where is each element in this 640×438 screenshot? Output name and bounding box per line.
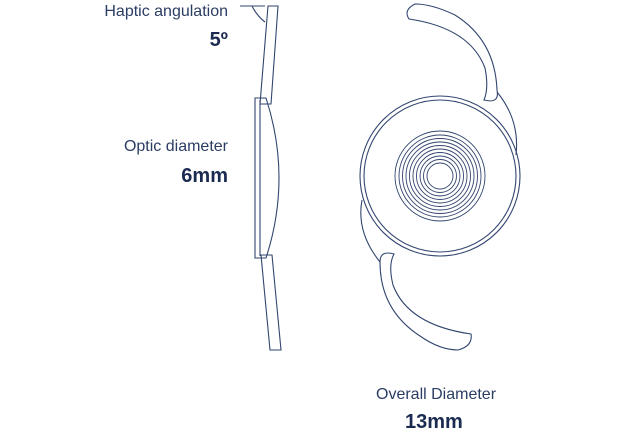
optic-diameter-label: Optic diameter xyxy=(123,138,228,155)
overall-diameter-label: Overall Diameter xyxy=(376,386,497,403)
lower-haptic-profile xyxy=(260,254,282,351)
diffractive-ring xyxy=(426,162,454,190)
diffractive-ring xyxy=(423,159,457,193)
optic-outer-ring xyxy=(359,95,521,257)
haptic-angle-marker xyxy=(240,5,266,23)
diffractive-ring xyxy=(398,134,482,218)
diffractive-ring xyxy=(405,141,475,211)
optic-inner-ring xyxy=(363,99,517,253)
diffractive-rings xyxy=(394,130,486,222)
diffractive-ring xyxy=(412,148,468,204)
overall-diameter-value: 13mm xyxy=(405,411,463,433)
upper-haptic xyxy=(406,3,499,102)
upper-haptic-profile xyxy=(259,5,279,105)
diffractive-ring xyxy=(402,138,478,214)
diffractive-ring xyxy=(409,145,471,207)
lower-haptic xyxy=(379,252,472,351)
haptic-angulation-label: Haptic angulation xyxy=(104,3,228,20)
diffractive-ring xyxy=(419,155,461,197)
diffractive-ring xyxy=(416,152,464,200)
optic-diameter-value: 6mm xyxy=(181,165,228,187)
haptic-angulation-value: 5º xyxy=(209,29,228,51)
lens-front-view xyxy=(359,3,521,351)
diffractive-ring xyxy=(394,130,486,222)
optic-side-profile xyxy=(254,97,280,259)
lens-side-profile xyxy=(240,5,282,351)
